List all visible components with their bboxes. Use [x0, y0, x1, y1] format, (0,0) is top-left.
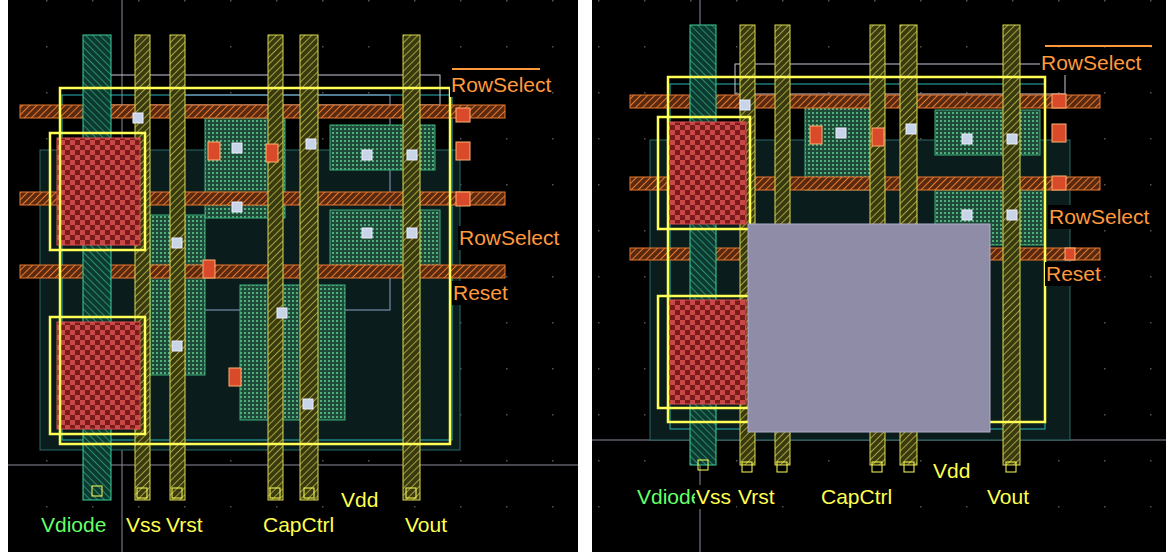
pin-name: Vrst: [737, 485, 776, 509]
photodiode: [57, 322, 140, 429]
pin-name: Vout: [986, 485, 1030, 509]
contact: [362, 228, 372, 238]
pin-marker: [304, 488, 314, 498]
signal-name: RowSelect: [458, 226, 560, 250]
poly-contact: [810, 126, 822, 144]
poly-contact: [1052, 124, 1066, 142]
poly-contact: [203, 260, 215, 278]
diode-outline: [658, 296, 750, 408]
pin-name: Vdd: [340, 488, 379, 512]
contact: [407, 228, 417, 238]
poly-contact: [456, 108, 470, 122]
contact: [172, 341, 182, 351]
contact-group: [133, 113, 417, 409]
contact: [232, 143, 242, 153]
pin-name: CapCtrl: [820, 485, 893, 509]
capacitor-block: [748, 224, 990, 432]
panel-ground: [8, 0, 578, 552]
signal-name: Reset: [452, 281, 509, 305]
pin-marker: [698, 460, 708, 470]
poly-contact: [266, 144, 278, 162]
contact: [962, 134, 972, 144]
metal-stripe: [268, 35, 283, 500]
metal-stripe: [403, 35, 420, 500]
pin-marker: [1006, 462, 1016, 472]
pin-marker: [406, 488, 416, 498]
contact: [303, 399, 313, 409]
poly-contact: [208, 142, 220, 160]
grid-dots: [8, 0, 578, 552]
pin-name: Vdiode: [40, 513, 107, 537]
contact: [1007, 134, 1017, 144]
poly-contact: [1052, 94, 1066, 108]
pin-marker: [270, 488, 280, 498]
overline-bar: [452, 68, 540, 70]
pin-name: CapCtrl: [262, 513, 335, 537]
photodiode: [668, 122, 746, 224]
pin-marker: [137, 488, 147, 498]
metal-stripe: [1003, 25, 1020, 465]
metal-stripe: [170, 35, 185, 500]
signal-name: Reset: [1045, 262, 1102, 286]
panel-ground: [592, 0, 1166, 552]
pin-marker: [872, 462, 882, 472]
contact: [836, 128, 846, 138]
photodiode: [57, 138, 140, 245]
contact: [362, 150, 372, 160]
poly-contact: [872, 128, 884, 146]
signal-name: RowSelect: [450, 73, 552, 97]
signal-name: RowSelect: [1040, 51, 1142, 75]
pin-marker: [92, 486, 102, 496]
metal-stripe: [83, 35, 111, 500]
metal-stripe: [300, 35, 318, 500]
grid-dots: [592, 0, 1166, 552]
contact: [407, 150, 417, 160]
contact-group: [740, 100, 1017, 220]
poly-contact-group: [203, 108, 470, 386]
contact: [306, 139, 316, 149]
diode-outline: [658, 117, 750, 229]
poly-contact: [1065, 248, 1075, 260]
pin-marker: [904, 462, 914, 472]
diode-outline: [50, 317, 145, 434]
metal-stripe: [135, 35, 150, 500]
poly-contact: [456, 142, 470, 160]
pin-name: Vss: [125, 513, 162, 537]
pin-marker: [172, 488, 182, 498]
contact: [1007, 210, 1017, 220]
pin-name: Vdiode: [636, 485, 703, 509]
contact: [172, 238, 182, 248]
contact: [277, 308, 287, 318]
pin-marker: [777, 462, 787, 472]
contact: [232, 202, 242, 212]
pin-name: Vss: [695, 485, 732, 509]
poly-contact: [456, 192, 470, 206]
signal-name: RowSelect: [1048, 205, 1150, 229]
contact: [962, 210, 972, 220]
contact: [740, 100, 750, 110]
poly-contact: [229, 368, 241, 386]
capacitor-region: [240, 285, 345, 420]
contact: [906, 124, 916, 134]
contact: [133, 113, 143, 123]
pin-name: Vrst: [165, 513, 204, 537]
active-region: [935, 110, 1040, 155]
poly-contact: [1052, 176, 1066, 190]
cell-boundary: [60, 88, 450, 444]
photodiode: [668, 300, 746, 404]
diode-outline: [50, 133, 145, 250]
pin-marker: [742, 462, 752, 472]
overline-bar: [1045, 45, 1152, 47]
pin-name: Vdd: [932, 459, 971, 483]
pin-name: Vout: [404, 513, 448, 537]
